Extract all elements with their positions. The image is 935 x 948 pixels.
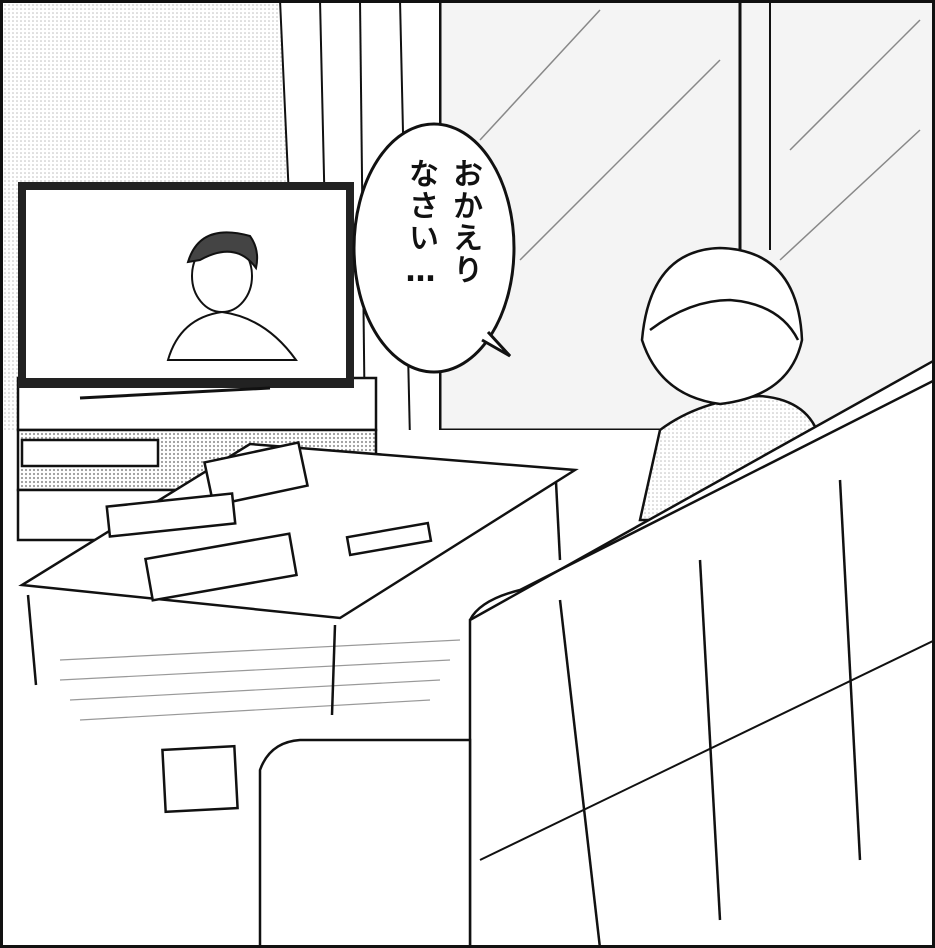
speech-bubble [352, 122, 516, 374]
game-console [20, 438, 160, 468]
rug-lines [59, 639, 461, 721]
television [18, 182, 354, 400]
tissue-box [202, 441, 310, 507]
news-anchor [166, 231, 298, 361]
coffee-table [18, 441, 579, 716]
speech-line-1: おかえり [447, 158, 482, 286]
sofa [258, 358, 935, 948]
window-reflection [479, 9, 921, 261]
remote-control [345, 521, 433, 557]
magazine [144, 532, 298, 602]
book-on-floor [161, 744, 239, 814]
book-stack [105, 492, 237, 538]
speech-line-2: なさい… [403, 158, 438, 291]
speech-bubble-text: おかえりなさい… [398, 158, 486, 358]
